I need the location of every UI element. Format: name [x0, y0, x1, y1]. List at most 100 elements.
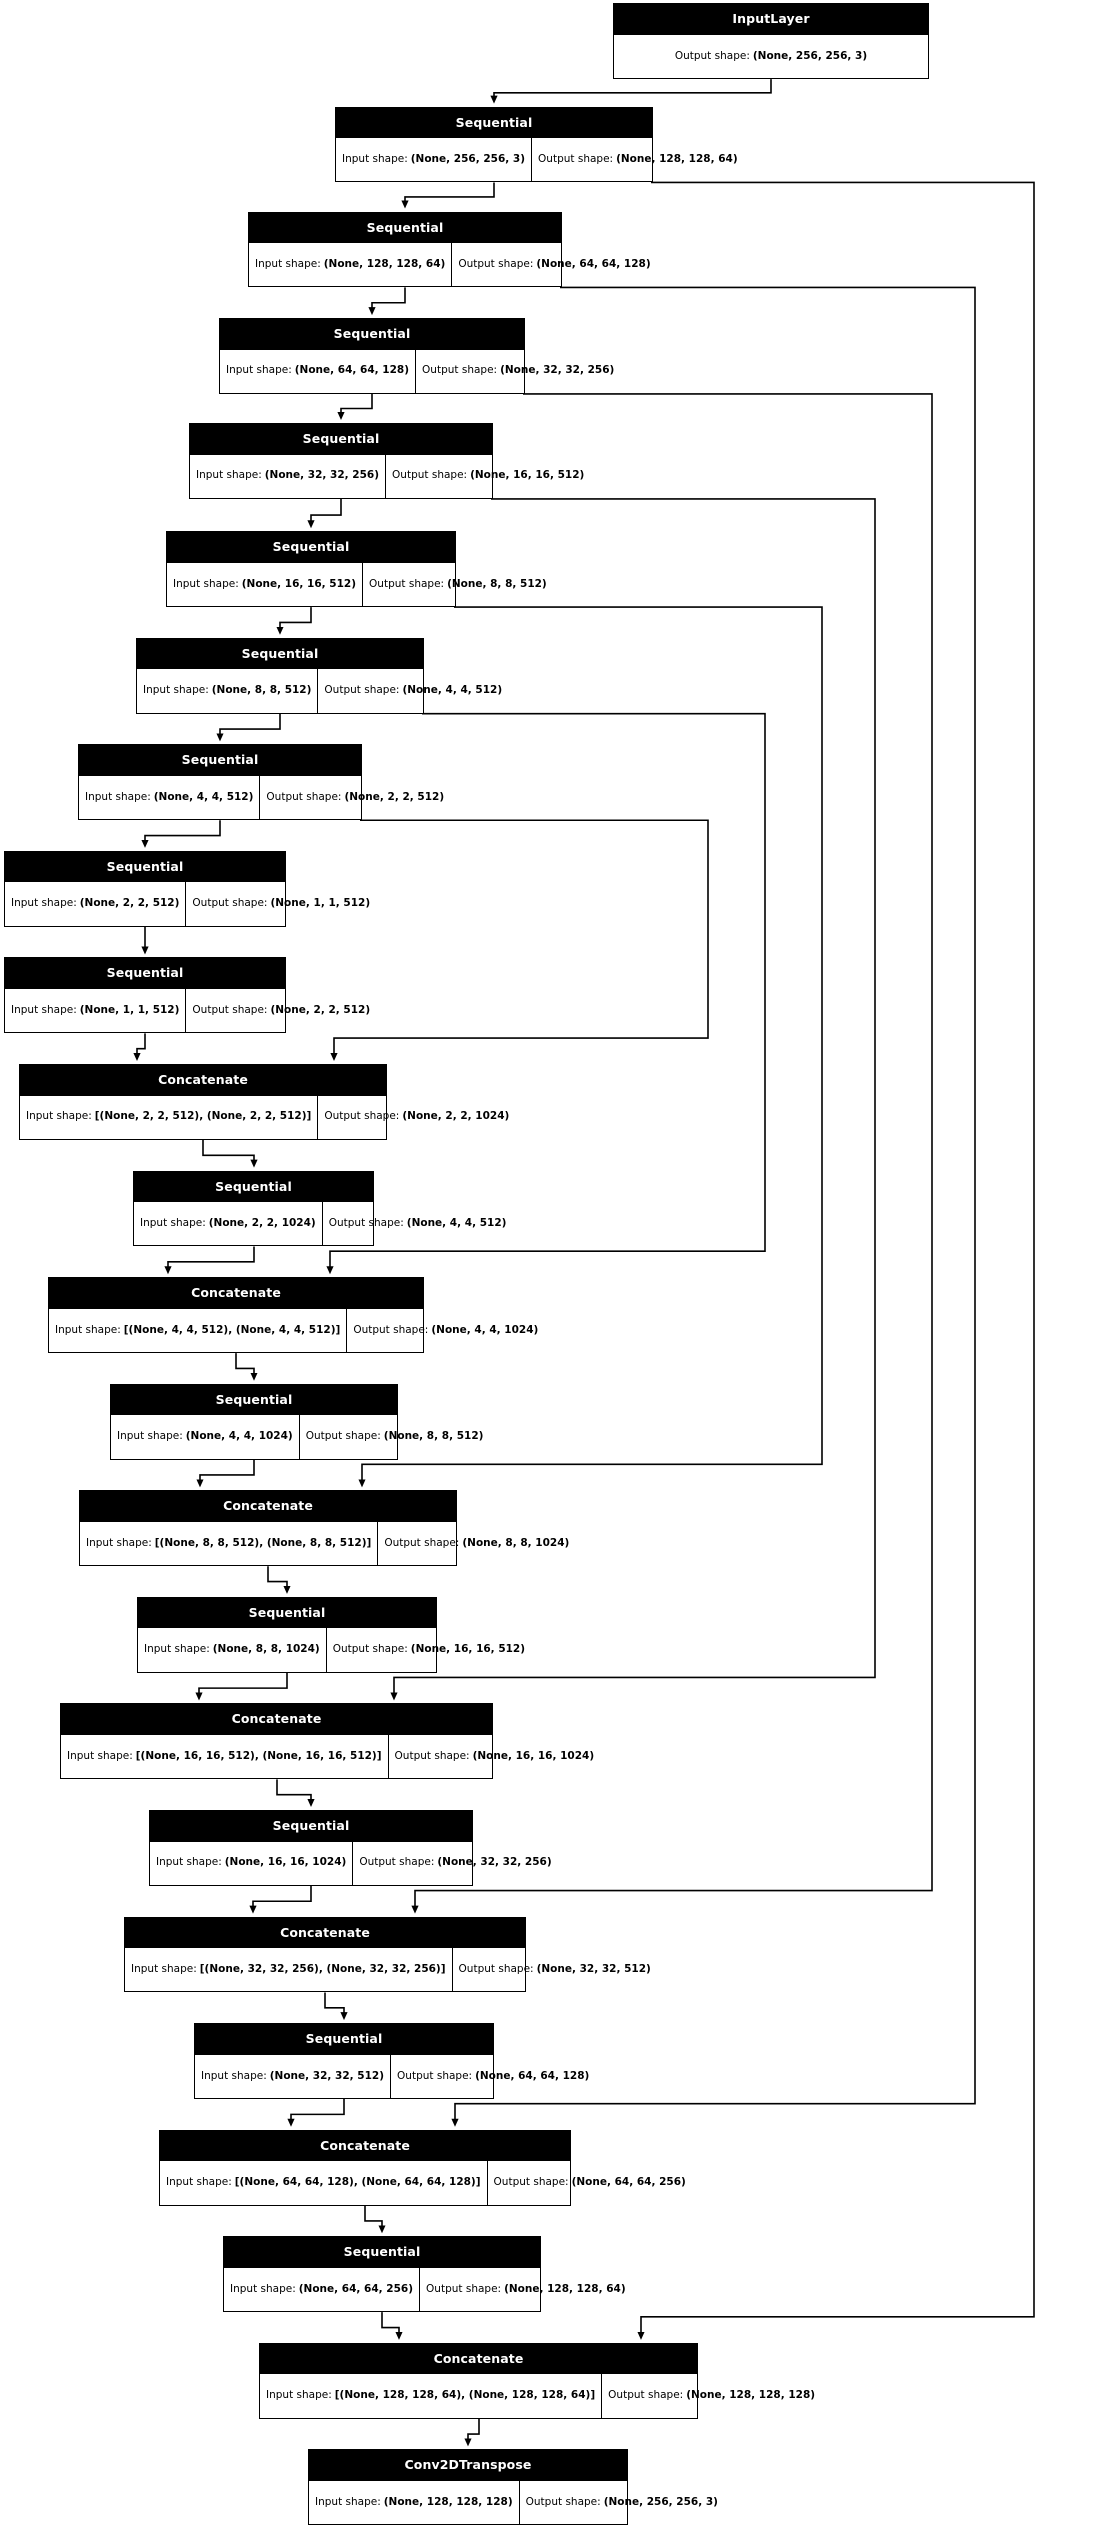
edge-n22-n23: [464, 2418, 480, 2447]
output-shape-cell-value: (None, 16, 16, 1024): [472, 1749, 595, 1762]
edge-n6-n7: [216, 713, 281, 742]
input-shape-cell-label: Input shape:: [266, 2389, 332, 2402]
output-shape-cell-label: Output shape:: [332, 1643, 408, 1656]
edge-n10-n11: [202, 1139, 258, 1168]
output-shape-cell-value: (None, 32, 32, 256): [500, 364, 615, 377]
layer-shape-row: Input shape:(None, 256, 256, 3) Output sh…: [336, 138, 738, 182]
layer-shape-row: Input shape:(None, 32, 32, 512)Output sh…: [195, 2054, 589, 2099]
input-shape-cell: Input shape:(None, 128, 128, 128): [309, 2480, 520, 2525]
input-shape-cell: Input shape:(None, 256, 256, 3): [336, 138, 533, 182]
output-shape-cell: Output shape:(None, 1, 1, 512): [186, 882, 376, 925]
output-shape-cell-label: Output shape:: [426, 2282, 502, 2295]
layer-shape-row: Input shape:(None, 2, 2, 512)Output shap…: [5, 882, 370, 926]
skip-edge-n1-n22: [637, 181, 1035, 2340]
output-shape-cell: Output shape:(None, 8, 8, 512): [363, 563, 553, 606]
input-shape-cell-label: Input shape:: [11, 897, 77, 910]
layer-type-title: Sequential: [249, 212, 561, 244]
input-shape-cell-value: [(None, 8, 8, 512), (None, 8, 8, 512)]: [154, 1536, 372, 1549]
output-shape-cell-value: (None, 1, 1, 512): [270, 897, 371, 910]
output-shape-cell: Output shape:(None, 128, 128, 64): [532, 138, 744, 181]
input-shape-cell-value: (None, 64, 64, 128): [294, 364, 410, 377]
output-shape-cell: Output shape:(None, 2, 2, 512): [186, 989, 376, 1032]
input-shape-cell-label: Input shape:: [144, 1643, 210, 1656]
input-shape-cell: Input shape:[(None, 64, 64, 128), (None,…: [160, 2161, 488, 2205]
edge-n3-n4: [337, 393, 373, 421]
output-shape-cell-label: Output shape:: [458, 257, 534, 270]
input-shape-cell: Input shape:[(None, 16, 16, 512), (None,…: [61, 1734, 389, 1779]
output-shape-cell-value: (None, 4, 4, 512): [402, 684, 503, 697]
input-shape-cell-label: Input shape:: [85, 790, 151, 803]
output-shape-cell-label: Output shape:: [538, 152, 614, 165]
layer-shape-row: Input shape:[(None, 8, 8, 512), (None, 8…: [80, 1521, 569, 1566]
layer-type-title: Concatenate: [61, 1704, 492, 1735]
input-shape-cell-value: (None, 32, 32, 256): [264, 469, 380, 482]
edge-n14-n15: [267, 1566, 291, 1594]
layer-shape-row: Input shape:(None, 1, 1, 512)Output shap…: [5, 988, 370, 1033]
input-shape-cell-label: Input shape:: [315, 2495, 381, 2508]
edge-n13-n14: [196, 1459, 255, 1488]
output-shape-cell-value: (None, 2, 2, 1024): [402, 1110, 510, 1123]
output-shape-cell: Output shape:(None, 8, 8, 512): [300, 1415, 490, 1458]
skip-edge-n7-n10: [330, 819, 709, 1062]
input-shape-cell: Input shape:[(None, 2, 2, 512), (None, 2…: [20, 1095, 319, 1139]
output-shape-cell: Output shape:(None, 32, 32, 256): [353, 1842, 557, 1885]
layer-shape-row: Input shape:(None, 16, 16, 1024)Output s…: [150, 1841, 552, 1885]
output-shape-cell-label: Output shape:: [493, 2176, 569, 2189]
output-shape-cell: Output shape:(None, 4, 4, 512): [323, 1202, 513, 1245]
layer-shape-row: Input shape:[(None, 64, 64, 128), (None,…: [160, 2161, 686, 2205]
input-shape-cell-label: Input shape:: [131, 1962, 197, 1975]
input-shape-cell-value: (None, 8, 8, 512): [211, 684, 312, 697]
input-shape-cell: Input shape:(None, 4, 4, 512): [79, 775, 261, 820]
input-shape-cell-label: Input shape:: [342, 152, 408, 165]
output-shape-cell-value: (None, 256, 256, 3): [603, 2495, 718, 2508]
output-shape-cell-value: (None, 8, 8, 512): [383, 1430, 484, 1443]
output-shape-cell-value: (None, 4, 4, 512): [406, 1217, 507, 1230]
output-shape-cell: Output shape:(None, 16, 16, 512): [386, 455, 590, 498]
output-shape-cell-label: Output shape:: [324, 684, 400, 697]
output-shape-cell: Output shape:(None, 32, 32, 256): [416, 350, 620, 393]
input-shape-cell-label: Input shape:: [117, 1430, 183, 1443]
layer-type-title: Sequential: [167, 532, 455, 563]
input-shape-cell-value: (None, 8, 8, 1024): [212, 1643, 320, 1656]
input-shape-cell: Input shape:(None, 32, 32, 512): [195, 2054, 392, 2099]
input-shape-cell-label: Input shape:: [226, 364, 292, 377]
layer-shape-row: Input shape:(None, 4, 4, 1024)Output sha…: [111, 1415, 483, 1459]
output-shape-cell-value: (None, 8, 8, 1024): [462, 1536, 570, 1549]
edge-n9-n10: [133, 1033, 146, 1062]
input-shape-cell: Input shape:(None, 64, 64, 256): [224, 2267, 421, 2312]
layer-shape-row: Output shape:(None, 256, 256, 3): [614, 34, 928, 79]
layer-shape-row: Input shape:[(None, 16, 16, 512), (None,…: [61, 1734, 594, 1779]
layer-shape-row: Input shape:(None, 8, 8, 512)Output shap…: [137, 669, 502, 713]
edge-n5-n6: [276, 607, 312, 635]
layer-shape-row: Input shape:[(None, 2, 2, 512), (None, 2…: [20, 1095, 509, 1139]
layer-type-title: Conv2DTranspose: [309, 2450, 627, 2481]
output-shape-cell: Output shape:(None, 256, 256, 3): [520, 2481, 724, 2524]
output-shape-cell: Output shape:(None, 128, 128, 128): [602, 2374, 821, 2417]
layer-type-title: Sequential: [137, 638, 423, 670]
output-shape-cell: Output shape:(None, 16, 16, 512): [327, 1628, 531, 1671]
